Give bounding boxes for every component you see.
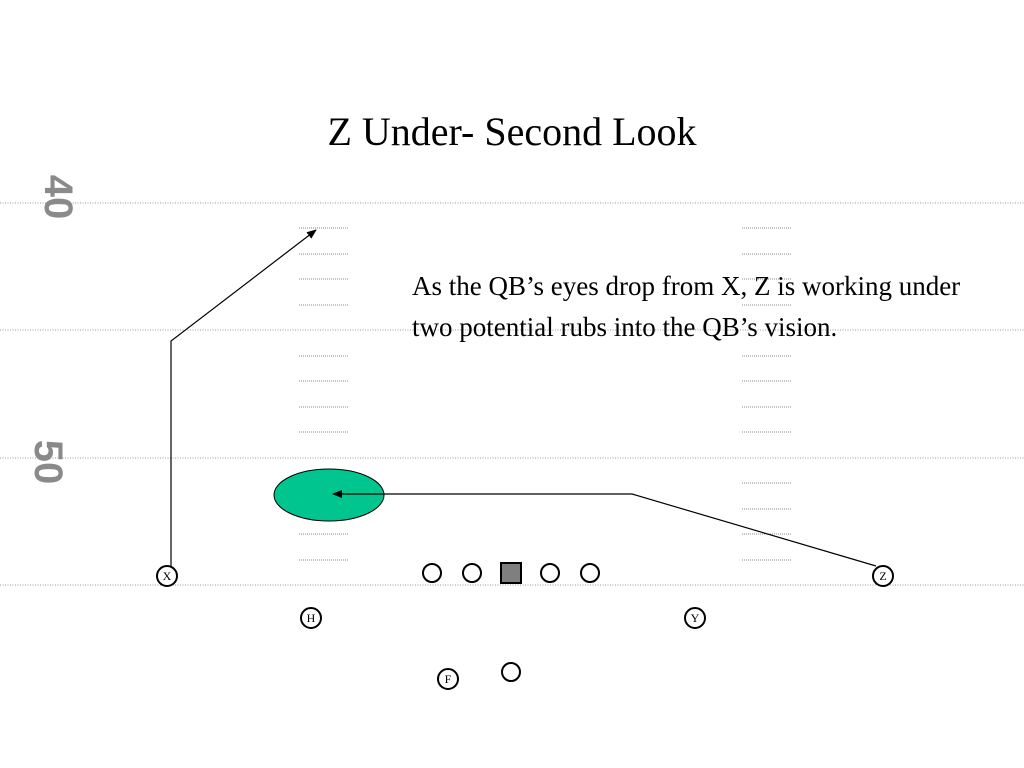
z-route-line xyxy=(332,490,877,567)
hash-marks-right xyxy=(742,227,792,561)
left-tackle xyxy=(422,563,442,583)
right-guard xyxy=(540,563,560,583)
player-h-label: H xyxy=(307,611,316,625)
right-tackle xyxy=(580,563,600,583)
rub-zone xyxy=(273,468,385,522)
offensive-line xyxy=(422,562,600,682)
player-z: Z xyxy=(872,565,894,587)
center xyxy=(500,562,522,584)
player-f: F xyxy=(437,668,459,690)
player-h: H xyxy=(300,607,322,629)
yard-lines xyxy=(0,202,1024,586)
yard-number-40: 40 xyxy=(36,174,80,220)
player-y: Y xyxy=(684,607,706,629)
slide-body-text: As the QB’s eyes drop from X, Z is worki… xyxy=(412,271,961,342)
player-y-label: Y xyxy=(691,611,700,625)
player-f-label: F xyxy=(445,672,452,686)
quarterback xyxy=(501,662,521,682)
left-guard xyxy=(462,563,482,583)
player-x-label: X xyxy=(163,569,172,583)
slide-title: Z Under- Second Look xyxy=(327,109,697,154)
yard-number-50: 50 xyxy=(26,439,70,485)
player-z-label: Z xyxy=(879,569,886,583)
x-route-line xyxy=(170,229,317,566)
player-x: X xyxy=(156,565,178,587)
